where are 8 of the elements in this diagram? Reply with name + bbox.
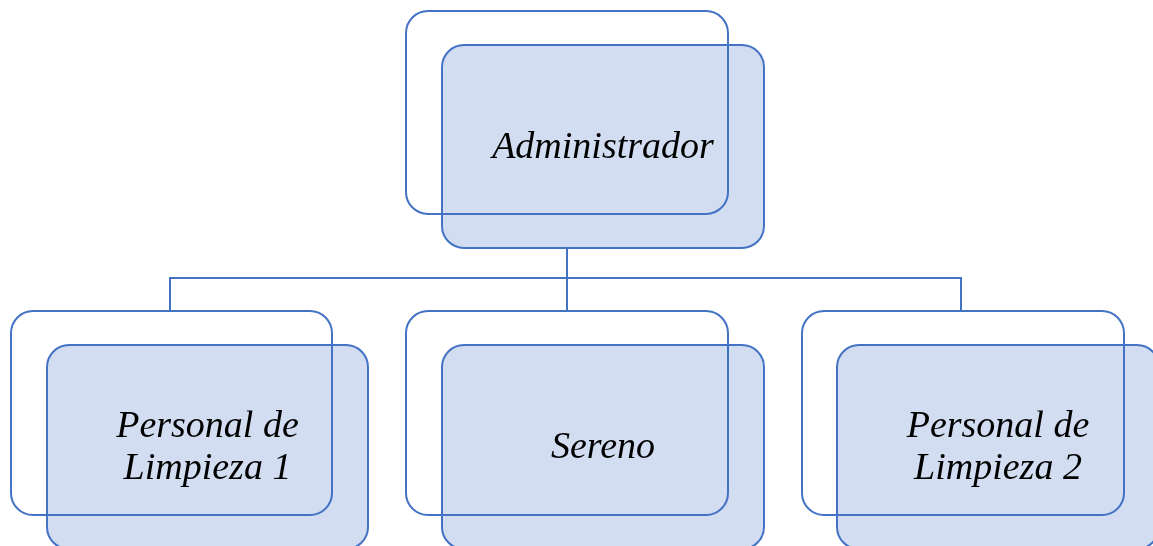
role-title: Sereno: [549, 423, 657, 469]
role-title: Personal de Limpieza 1: [115, 402, 300, 489]
org-chart-box: [10, 310, 369, 546]
org-chart-box: [405, 310, 765, 546]
org-chart-box: [405, 10, 765, 249]
org-chart-box: [801, 310, 1153, 546]
role-title: Administrador: [489, 122, 715, 168]
role-title: Personal de Limpieza 2: [905, 402, 1091, 489]
